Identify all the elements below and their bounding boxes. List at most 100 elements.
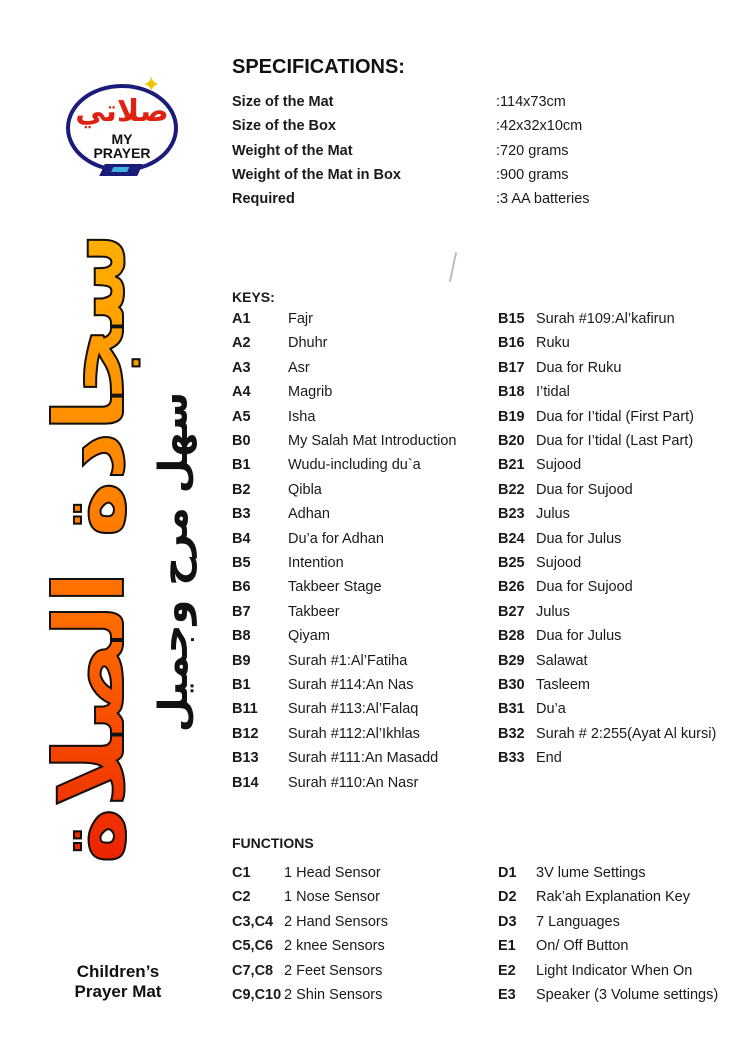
key-code: B8	[232, 628, 251, 645]
caption-line-2: Prayer Mat	[74, 982, 162, 1001]
key-code: A1	[232, 311, 251, 327]
key-code: B2	[232, 481, 251, 498]
key-code: B4	[232, 530, 251, 547]
function-code: C9,C10	[232, 987, 282, 1003]
key-code: B33	[498, 750, 525, 767]
spec-label: Weight of the Mat	[232, 142, 353, 159]
key-code: B21	[498, 457, 525, 474]
key-row: B18 I’tidal	[498, 384, 738, 408]
key-code: A2	[232, 335, 251, 352]
key-name: Wudu-including du`a	[288, 457, 421, 474]
key-row: B7 Takbeer	[232, 604, 492, 628]
key-code: B23	[498, 506, 525, 523]
key-name: Tasleem	[536, 677, 590, 693]
key-code: B28	[498, 628, 525, 645]
key-name: Surah #114:An Nas	[288, 677, 414, 693]
key-code: B27	[498, 603, 525, 620]
key-code: B30	[498, 677, 525, 693]
key-code: B7	[232, 603, 251, 620]
key-name: Ruku	[536, 335, 570, 352]
spec-value: :900 grams	[496, 166, 569, 183]
function-name: Light Indicator When On	[536, 962, 693, 979]
key-code: B5	[232, 555, 251, 571]
key-name: Takbeer Stage	[288, 579, 382, 596]
key-name: Dua for Ruku	[536, 359, 622, 376]
key-name: Qibla	[288, 481, 322, 498]
function-code: D2	[498, 889, 517, 906]
key-name: Surah #110:An Nasr	[288, 774, 419, 791]
function-name: 2 knee Sensors	[284, 938, 385, 955]
function-code: C5,C6	[232, 938, 274, 955]
logo-ellipse	[66, 84, 178, 172]
spec-label: Size of the Mat	[232, 94, 334, 110]
key-row: A2 Dhuhr	[232, 335, 492, 359]
key-code: B31	[498, 701, 525, 718]
key-name: I’tidal	[536, 384, 570, 401]
key-code: B15	[498, 311, 525, 327]
function-code: D1	[498, 865, 517, 881]
key-code: B32	[498, 725, 525, 742]
key-name: Julus	[536, 506, 570, 523]
key-row: A1 Fajr	[232, 311, 492, 335]
function-code: C3,C4	[232, 913, 274, 930]
key-row: B15 Surah #109:Al’kafirun	[498, 311, 738, 335]
key-row: B2 Qibla	[232, 482, 492, 506]
key-code: B13	[232, 750, 259, 767]
key-code: B18	[498, 384, 525, 401]
function-code: E2	[498, 962, 516, 979]
key-name: Dhuhr	[288, 335, 328, 352]
key-name: Sujood	[536, 555, 582, 571]
key-name: Isha	[288, 408, 316, 425]
key-name: Dua for Julus	[536, 628, 622, 645]
key-code: B16	[498, 335, 525, 352]
scan-mark	[448, 252, 458, 282]
key-name: Takbeer	[288, 603, 340, 620]
key-name: Dua for I’tidal (First Part)	[536, 408, 694, 425]
key-code: B29	[498, 652, 525, 669]
function-code: C7,C8	[232, 962, 274, 979]
spec-value: :3 AA batteries	[496, 191, 590, 208]
key-name: My Salah Mat Introduction	[288, 433, 457, 449]
key-name: Magrib	[288, 384, 333, 401]
spec-row: Size of the Box:42x32x10cm	[232, 118, 712, 142]
key-row: B4 Du’a for Adhan	[232, 531, 492, 555]
function-name: 1 Head Sensor	[284, 865, 381, 881]
spec-label: Required	[232, 191, 295, 208]
keys-heading: KEYS:	[232, 289, 275, 305]
key-code: B19	[498, 408, 525, 425]
logo-text-prayer: PRAYER	[93, 145, 151, 161]
function-name: Rak’ah Explanation Key	[536, 889, 690, 906]
function-code: C2	[232, 889, 251, 906]
arabic-title-artwork: سجادة الصلاة التعليمية سهل مرح وجميل	[30, 232, 200, 892]
arabic-main-title: سجادة الصلاة التعليمية	[30, 232, 150, 892]
spec-value: :720 grams	[496, 142, 569, 159]
key-name: Surah #109:Al’kafirun	[536, 311, 675, 327]
key-name: Julus	[536, 603, 570, 620]
key-name: Surah # 2:255(Ayat Al kursi)	[536, 725, 717, 742]
key-name: Adhan	[288, 506, 330, 523]
function-name: 2 Hand Sensors	[284, 913, 388, 930]
key-name: Surah #111:An Masadd	[288, 750, 439, 767]
key-name: Du’a for Adhan	[288, 530, 384, 547]
sparkle-icon: ✦	[142, 72, 161, 97]
key-row: B27 Julus	[498, 604, 738, 628]
key-row: B28 Dua for Julus	[498, 628, 738, 652]
key-name: Fajr	[288, 311, 313, 327]
specifications-heading: SPECIFICATIONS:	[232, 56, 405, 78]
